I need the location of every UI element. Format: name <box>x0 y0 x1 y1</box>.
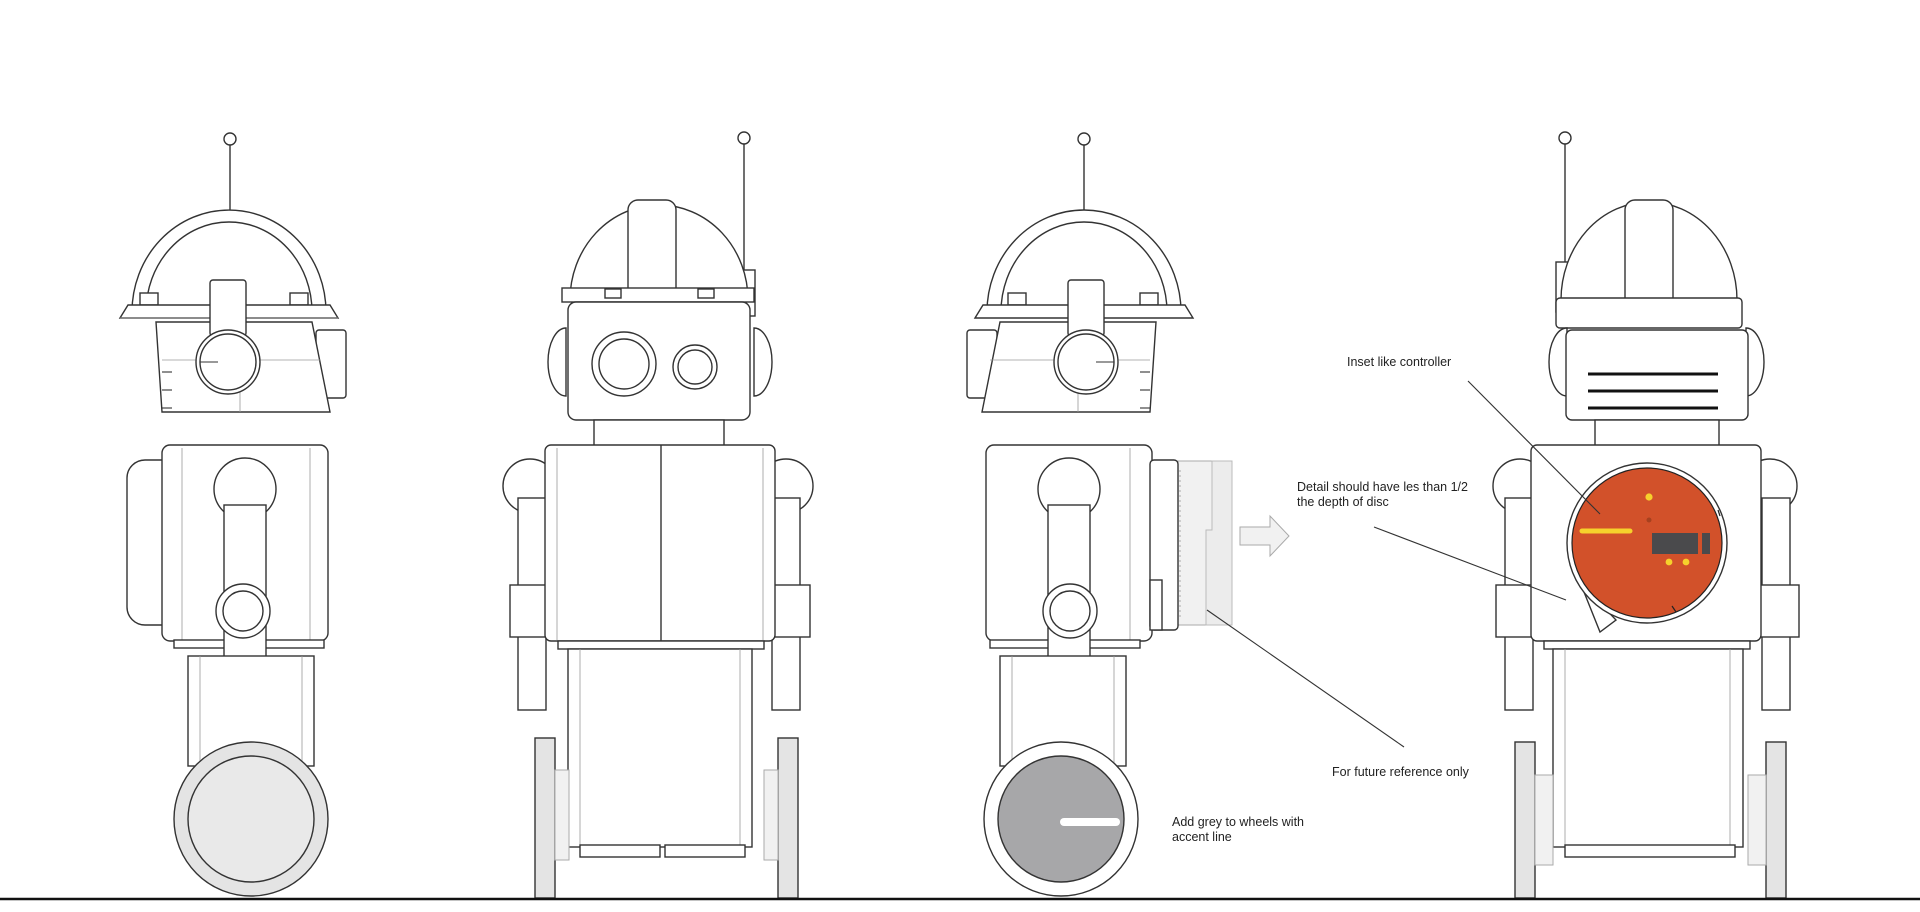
helmet-brim <box>1555 297 1743 329</box>
annotation-future-reference: For future reference only <box>1332 765 1469 779</box>
lower-body <box>567 648 753 848</box>
figure-back <box>1492 131 1800 899</box>
antenna-tip <box>223 132 237 146</box>
annotation-inset-controller: Inset like controller <box>1347 355 1452 369</box>
indicator-light-top <box>1645 493 1653 501</box>
arrow-right-icon <box>1239 514 1290 558</box>
helmet-dome <box>131 209 327 313</box>
left-eye <box>591 331 657 397</box>
annotation-grey-wheels: Add grey to wheels with accent line <box>1172 815 1305 844</box>
right-wheel <box>777 737 799 899</box>
controller-face <box>1571 467 1723 619</box>
leader-line-detail-depth <box>1373 526 1567 601</box>
elbow-joint <box>215 583 271 639</box>
goggle-lens <box>195 329 261 395</box>
annotation-detail-depth: Detail should have les than 1/2 the dept… <box>1297 480 1468 509</box>
robot-body <box>544 444 776 642</box>
figure-side-right <box>966 132 1290 897</box>
leader-line-inset-controller <box>1467 380 1601 515</box>
helmet-dome <box>986 209 1182 313</box>
leader-line-future-reference <box>1206 609 1405 748</box>
controller-screen <box>1652 533 1698 554</box>
figure-side-left <box>118 132 347 897</box>
figure-front <box>502 131 814 899</box>
left-wheel <box>534 737 556 899</box>
right-eye <box>672 344 718 390</box>
